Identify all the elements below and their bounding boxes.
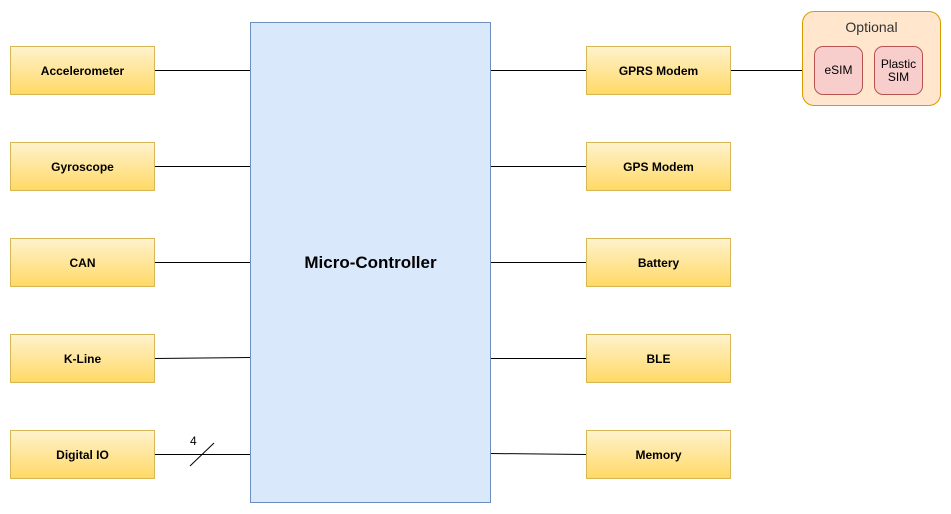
bus-slash bbox=[189, 442, 215, 467]
esim-block: eSIM bbox=[814, 46, 863, 95]
gyroscope-block: Gyroscope bbox=[10, 142, 155, 191]
memory-block: Memory bbox=[586, 430, 731, 479]
memory-label: Memory bbox=[635, 447, 682, 462]
accelerometer-label: Accelerometer bbox=[40, 63, 125, 78]
k-line-block: K-Line bbox=[10, 334, 155, 383]
gyroscope-label: Gyroscope bbox=[51, 159, 114, 174]
plastic-sim-block: Plastic SIM bbox=[874, 46, 923, 95]
bus-width-label: 4 bbox=[190, 434, 197, 448]
battery-block: Battery bbox=[586, 238, 731, 287]
gprs-modem-block: GPRS Modem bbox=[586, 46, 731, 95]
gps-modem-label: GPS Modem bbox=[623, 159, 694, 174]
digital-io-label: Digital IO bbox=[56, 447, 109, 462]
gprs-modem-label: GPRS Modem bbox=[618, 63, 699, 78]
digital-io-block: Digital IO bbox=[10, 430, 155, 479]
can-label: CAN bbox=[69, 255, 96, 270]
wire-memory bbox=[490, 453, 587, 455]
can-block: CAN bbox=[10, 238, 155, 287]
battery-label: Battery bbox=[637, 255, 680, 270]
accelerometer-block: Accelerometer bbox=[10, 46, 155, 95]
micro-controller-block: Micro-Controller bbox=[250, 22, 491, 503]
optional-group-title: Optional bbox=[845, 19, 898, 35]
micro-controller-label: Micro-Controller bbox=[304, 252, 437, 272]
gps-modem-block: GPS Modem bbox=[586, 142, 731, 191]
ble-block: BLE bbox=[586, 334, 731, 383]
ble-label: BLE bbox=[646, 351, 671, 366]
wire-k-line bbox=[154, 357, 251, 359]
k-line-label: K-Line bbox=[63, 351, 102, 366]
esim-label: eSIM bbox=[824, 63, 853, 77]
plastic-sim-label: Plastic SIM bbox=[880, 56, 917, 84]
optional-group: Optional eSIM Plastic SIM bbox=[802, 11, 941, 106]
